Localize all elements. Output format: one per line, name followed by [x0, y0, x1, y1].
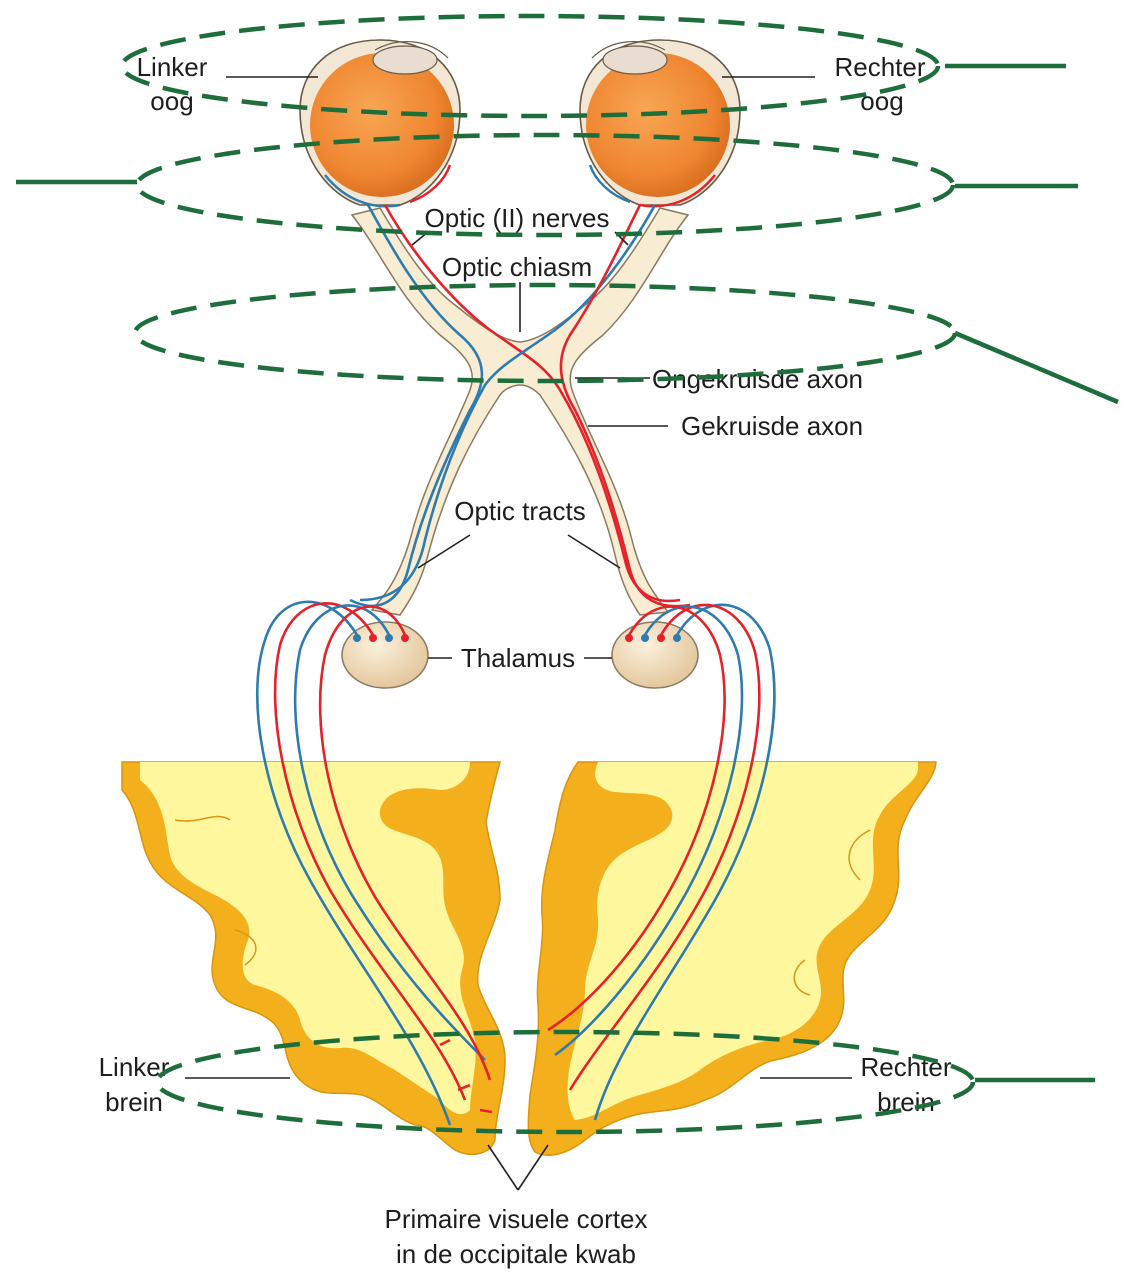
- labels: Linker oog Rechter oog Optic (II) nerves…: [99, 52, 952, 1269]
- right-eye-label-1: Rechter: [834, 52, 925, 82]
- cortex-label-2: in de occipitale kwab: [396, 1239, 636, 1269]
- left-eyeball: [310, 53, 454, 197]
- crossed-axon-label: Gekruisde axon: [681, 411, 863, 441]
- right-brain-label-1: Rechter: [860, 1052, 951, 1082]
- optic-tracts-label: Optic tracts: [454, 496, 585, 526]
- right-thalamus: [612, 622, 698, 688]
- thalamus-label: Thalamus: [461, 643, 575, 673]
- optic-nerves-label: Optic (II) nerves: [425, 203, 610, 233]
- optic-chiasm-label: Optic chiasm: [442, 252, 592, 282]
- left-eye: [300, 40, 460, 206]
- left-eye-label-1: Linker: [137, 52, 208, 82]
- left-brain-label-1: Linker: [99, 1052, 170, 1082]
- annotation-pointer-chiasm: [955, 333, 1118, 402]
- cortex-label-1: Primaire visuele cortex: [385, 1204, 648, 1234]
- annotation-ellipse-eyes: [122, 16, 938, 116]
- right-eye: [580, 40, 740, 206]
- right-lens: [603, 46, 667, 74]
- right-eyeball: [586, 53, 730, 197]
- brain-section: [122, 762, 936, 1155]
- left-brain-label-2: brein: [105, 1087, 163, 1117]
- left-lens: [373, 46, 437, 74]
